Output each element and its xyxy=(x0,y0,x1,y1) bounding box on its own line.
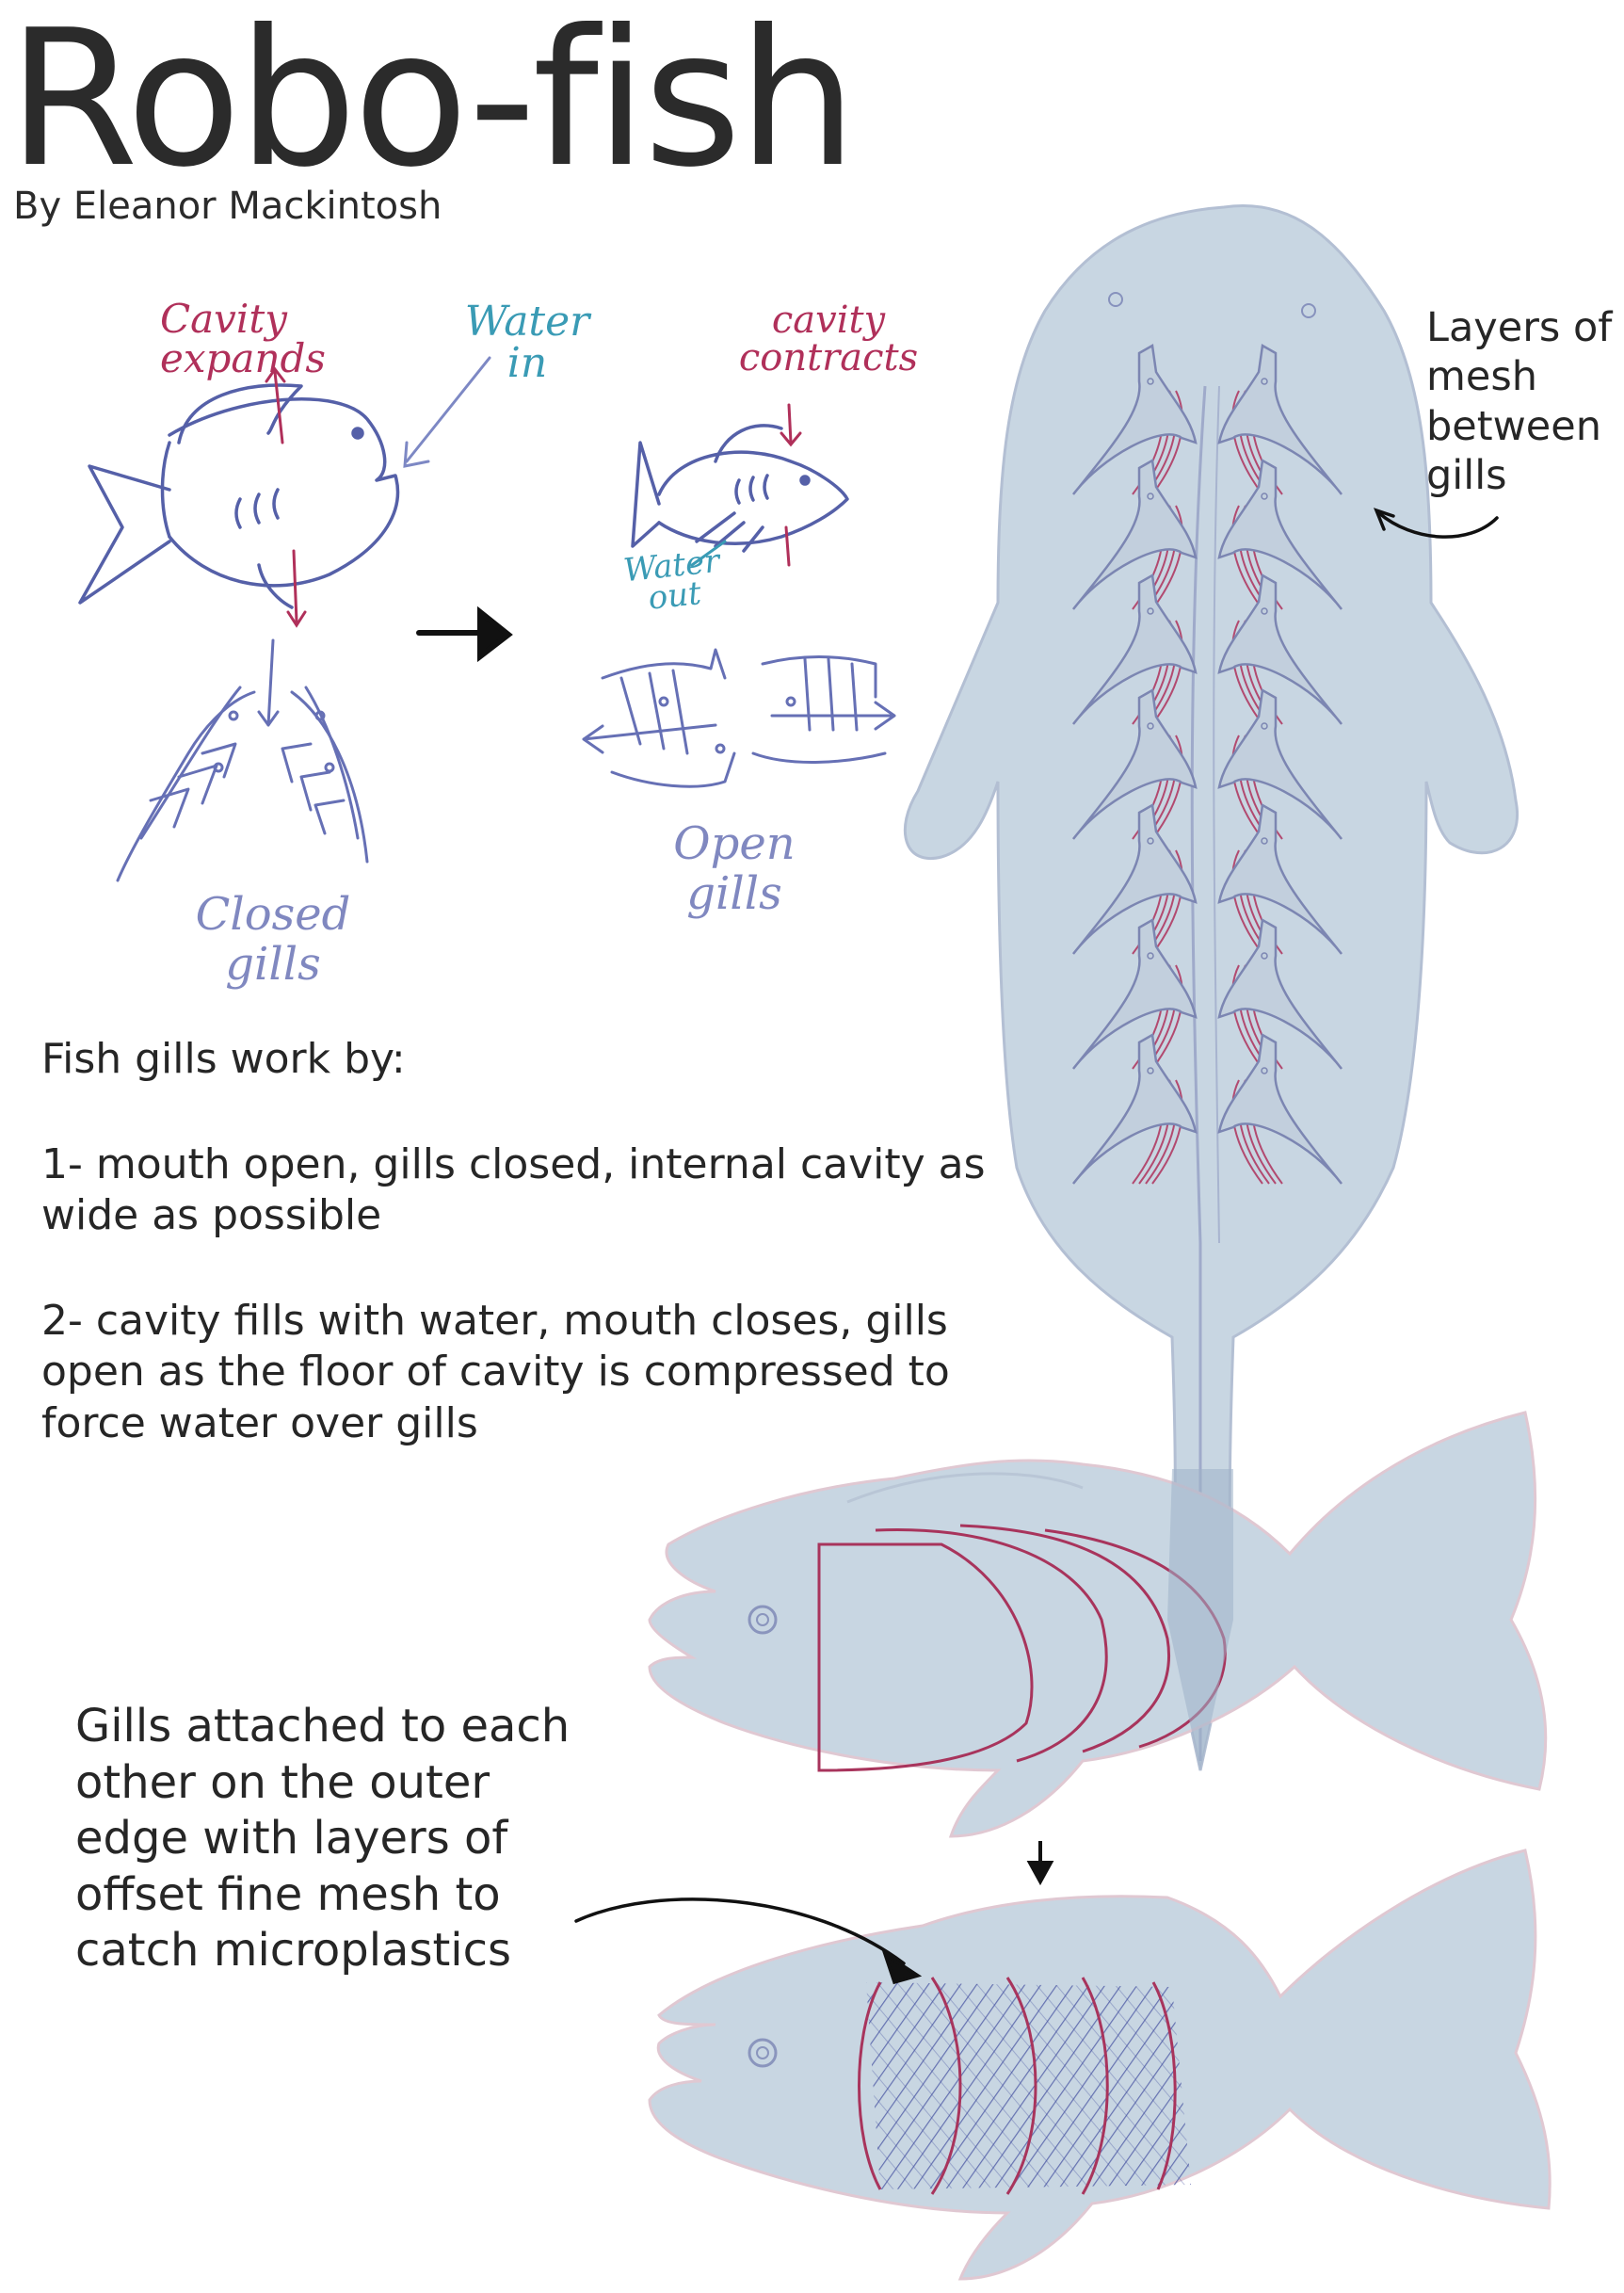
fish-side-view-2 xyxy=(648,1849,1552,2281)
gills-attached-label: Gills attached to each other on the oute… xyxy=(75,1700,571,1978)
fish-cavity-contracts-arrows xyxy=(690,403,802,567)
fish-cavity-contracts-sketch xyxy=(631,424,849,553)
fish-top-view-gills xyxy=(1072,344,1343,1185)
mesh-pointer-arrow xyxy=(574,1897,923,1985)
explanation-step-1: 1- mouth open, gills closed, internal ca… xyxy=(41,1139,986,1240)
side-fish-arrow xyxy=(1026,1841,1054,1886)
label-cavity-expands: Cavity expands xyxy=(160,296,326,381)
label-closed-gills: Closed gills xyxy=(195,888,351,991)
fish-top-view-tail-overlap xyxy=(1167,1469,1233,1770)
layers-of-mesh-label: Layers of mesh between gills xyxy=(1426,304,1613,500)
label-water-in: Water in xyxy=(464,298,590,387)
left-gill-3 xyxy=(1217,573,1343,725)
label-cavity-contracts: cavity contracts xyxy=(738,299,919,379)
author-byline: By Eleanor Mackintosh xyxy=(13,185,442,228)
label-open-gills: Open gills xyxy=(673,817,796,920)
explanation-step-2: 2- cavity fills with water, mouth closes… xyxy=(41,1296,950,1447)
page-title: Robo-fish xyxy=(8,0,857,209)
fish-mouth-open-sketch xyxy=(78,383,400,609)
explanation-heading: Fish gills work by: xyxy=(41,1035,406,1083)
explanation-block: Fish gills work by: 1- mouth open, gills… xyxy=(41,1034,1002,1449)
closed-gills-sketch xyxy=(116,638,369,882)
fish-side-view-1-body xyxy=(648,1411,1548,1838)
right-gill-7 xyxy=(1072,1033,1198,1185)
layers-arrow xyxy=(1373,508,1499,539)
left-gill-7 xyxy=(1217,1033,1343,1185)
fish-side-view-1 xyxy=(648,1411,1548,1838)
fish-mouth-open-arrows xyxy=(265,356,491,628)
process-arrow xyxy=(416,606,513,663)
open-gills-sketch xyxy=(582,648,896,788)
